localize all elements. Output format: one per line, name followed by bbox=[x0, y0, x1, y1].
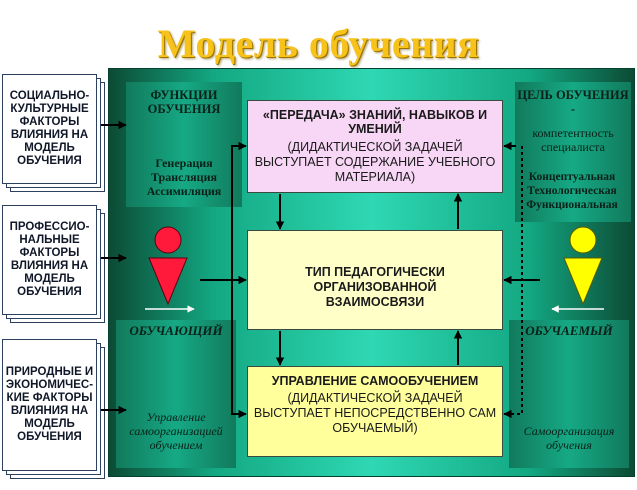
factor-social-cultural: СОЦИАЛЬНО-КУЛЬТУРНЫЕ ФАКТОРЫ ВЛИЯНИЯ НА … bbox=[2, 74, 97, 184]
factor-natural-economic: ПРИРОДНЫЕ И ЭКОНОМИЧЕС-КИЕ ФАКТОРЫ ВЛИЯН… bbox=[2, 339, 97, 471]
selfstudy-box: УПРАВЛЕНИЕ САМООБУЧЕНИЕМ (ДИДАКТИЧЕСКОЙ … bbox=[247, 366, 503, 457]
transfer-box: «ПЕРЕДАЧА» ЗНАНИЙ, НАВЫКОВ И УМЕНИЙ (ДИД… bbox=[247, 100, 503, 193]
transfer-subtitle: (ДИДАКТИЧЕСКОЙ ЗАДАЧЕЙ ВЫСТУПАЕТ СОДЕРЖА… bbox=[254, 140, 496, 184]
competences-list: Концептуальная Технологическая Функциона… bbox=[509, 170, 635, 212]
teacher-role: Управление самоорганизацией обучением bbox=[129, 410, 223, 452]
learner-block bbox=[509, 320, 629, 468]
teacher-head-icon bbox=[154, 226, 182, 254]
functions-block bbox=[126, 82, 242, 207]
transfer-title: «ПЕРЕДАЧА» ЗНАНИЙ, НАВЫКОВ И УМЕНИЙ bbox=[262, 108, 488, 136]
learner-head-icon bbox=[569, 226, 597, 254]
functions-list: Генерация Трансляция Ассимиляция bbox=[126, 156, 242, 198]
factor-professional: ПРОФЕССИО-НАЛЬНЫЕ ФАКТОРЫ ВЛИЯНИЯ НА МОД… bbox=[2, 205, 97, 315]
page-title: Модель обучения bbox=[157, 21, 480, 66]
interaction-box: ТИП ПЕДАГОГИЧЕСКИ ОРГАНИЗОВАННОЙ ВЗАИМОС… bbox=[247, 230, 503, 330]
teacher-block bbox=[116, 320, 236, 468]
functions-title: ФУНКЦИИ ОБУЧЕНИЯ bbox=[147, 88, 221, 116]
learner-body-icon bbox=[563, 257, 603, 306]
selfstudy-title: УПРАВЛЕНИЕ САМООБУЧЕНИЕМ bbox=[271, 374, 479, 388]
goal-block bbox=[515, 82, 631, 222]
function-item: Ассимиляция bbox=[146, 184, 222, 198]
learner-role: Самоорганизация обучения bbox=[523, 424, 615, 452]
teacher-body-icon bbox=[148, 257, 188, 306]
competence-item: Технологическая bbox=[527, 185, 617, 197]
function-item: Генерация bbox=[155, 156, 213, 170]
function-item: Трансляция bbox=[150, 170, 217, 184]
teacher-label: ОБУЧАЮЩИЙ bbox=[129, 323, 223, 338]
interaction-title: ТИП ПЕДАГОГИЧЕСКИ ОРГАНИЗОВАННОЙ ВЗАИМОС… bbox=[305, 265, 445, 309]
competence-item: Функциональная bbox=[526, 199, 618, 211]
goal-title: ЦЕЛЬ ОБУЧЕНИЯ - bbox=[517, 88, 629, 116]
goal-text: компетентность специалиста bbox=[532, 126, 614, 154]
learner-label: ОБУЧАЕМЫЙ bbox=[525, 323, 613, 338]
selfstudy-subtitle: (ДИДАКТИЧЕСКОЙ ЗАДАЧЕЙ ВЫСТУПАЕТ НЕПОСРЕ… bbox=[253, 391, 497, 435]
competence-item: Концептуальная bbox=[528, 171, 616, 183]
